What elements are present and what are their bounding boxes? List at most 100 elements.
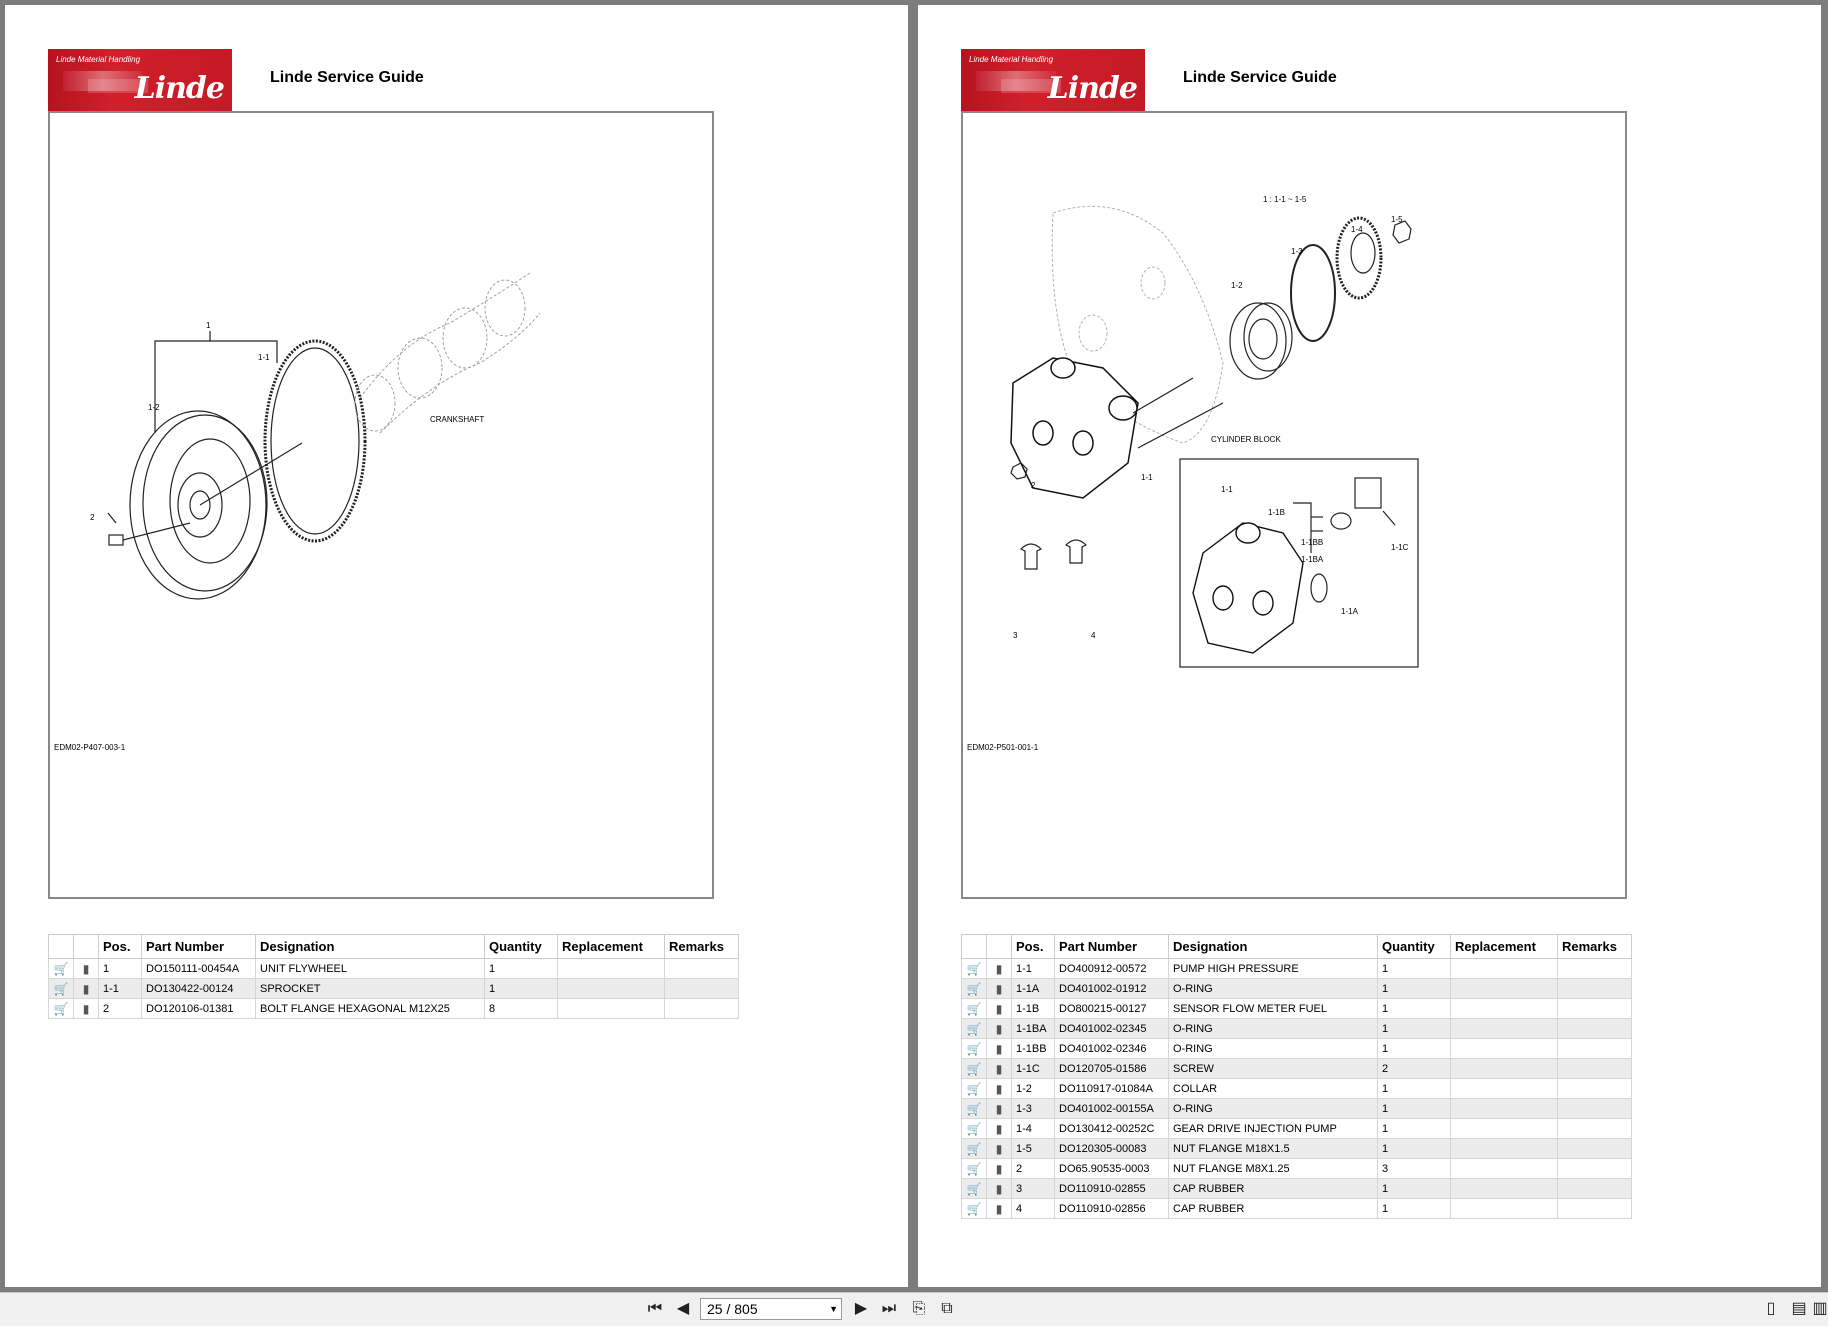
cell-quantity: 1: [484, 958, 558, 979]
cell-remarks: [1557, 1098, 1632, 1119]
callout-label: 1-1: [1221, 485, 1233, 494]
cell-part-number: DO65.90535-0003: [1054, 1158, 1169, 1179]
facing-view-icon[interactable]: ▥: [1812, 1300, 1828, 1317]
clipboard-icon[interactable]: ▮: [986, 1138, 1012, 1159]
cart-icon[interactable]: 🛒: [48, 998, 74, 1019]
cell-replacement: [557, 978, 665, 999]
clipboard-icon[interactable]: ▮: [986, 958, 1012, 979]
cell-replacement: [1450, 1158, 1558, 1179]
clipboard-icon[interactable]: ▮: [986, 1058, 1012, 1079]
cart-icon[interactable]: 🛒: [961, 1018, 987, 1039]
callout-label: 2: [90, 513, 95, 522]
next-page-button[interactable]: ▶: [854, 1300, 868, 1317]
figure-code: EDM02-P407-003-1: [54, 743, 126, 752]
cell-pos: 1-1B: [1011, 998, 1055, 1019]
callout-label: 1: [206, 321, 211, 330]
cell-replacement: [1450, 1038, 1558, 1059]
cart-icon[interactable]: 🛒: [961, 1038, 987, 1059]
page-number-field[interactable]: 25 / 805 ▼: [700, 1298, 842, 1320]
cell-pos: 1: [98, 958, 142, 979]
cell-replacement: [557, 958, 665, 979]
continuous-view-icon[interactable]: ▤: [1791, 1300, 1807, 1317]
cell-replacement: [1450, 1198, 1558, 1219]
cell-part-number: DO800215-00127: [1054, 998, 1169, 1019]
callout-label: CRANKSHAFT: [430, 415, 485, 424]
callout-label: 1-2: [1231, 281, 1243, 290]
callout-label: 3: [1013, 631, 1018, 640]
clipboard-icon[interactable]: ▮: [986, 1018, 1012, 1039]
cell-remarks: [1557, 1158, 1632, 1179]
cart-icon[interactable]: 🛒: [961, 1138, 987, 1159]
cart-icon[interactable]: 🛒: [961, 1178, 987, 1199]
cell-replacement: [1450, 998, 1558, 1019]
cart-icon[interactable]: 🛒: [961, 998, 987, 1019]
page-title: Linde Service Guide: [270, 69, 424, 86]
cell-remarks: [1557, 1038, 1632, 1059]
callout-label: 1-1BB: [1301, 538, 1324, 547]
cart-icon[interactable]: 🛒: [961, 1078, 987, 1099]
clipboard-icon[interactable]: ▮: [73, 958, 99, 979]
cart-icon[interactable]: 🛒: [48, 958, 74, 979]
clipboard-icon[interactable]: ▮: [986, 1098, 1012, 1119]
cell-remarks: [1557, 1058, 1632, 1079]
cell-quantity: 1: [1377, 1118, 1451, 1139]
cart-icon[interactable]: 🛒: [961, 958, 987, 979]
cell-replacement: [1450, 1098, 1558, 1119]
cell-quantity: 3: [1377, 1158, 1451, 1179]
last-page-button[interactable]: ⏭: [881, 1300, 897, 1317]
cell-part-number: DO110917-01084A: [1054, 1078, 1169, 1099]
single-page-view-icon[interactable]: ▯: [1766, 1300, 1776, 1317]
cell-replacement: [1450, 958, 1558, 979]
clipboard-icon[interactable]: ▮: [986, 1038, 1012, 1059]
clipboard-icon[interactable]: ▮: [986, 1158, 1012, 1179]
cell-remarks: [664, 978, 739, 999]
cell-pos: 1-1: [98, 978, 142, 999]
cart-icon[interactable]: 🛒: [961, 1118, 987, 1139]
prev-page-button[interactable]: ◀: [676, 1300, 690, 1317]
cell-quantity: 1: [1377, 998, 1451, 1019]
cell-remarks: [1557, 978, 1632, 999]
cell-replacement: [1450, 1058, 1558, 1079]
cell-remarks: [1557, 1118, 1632, 1139]
clipboard-icon[interactable]: ▮: [986, 1078, 1012, 1099]
callout-label: 2: [1031, 481, 1036, 490]
cell-quantity: 1: [1377, 1098, 1451, 1119]
figure-code: EDM02-P501-001-1: [967, 743, 1039, 752]
cell-quantity: 2: [1377, 1058, 1451, 1079]
cart-icon[interactable]: 🛒: [961, 978, 987, 999]
document-viewport[interactable]: Linde Material Handling Linde Linde Serv…: [0, 0, 1828, 1292]
clipboard-icon[interactable]: ▮: [73, 998, 99, 1019]
cell-quantity: 8: [484, 998, 558, 1019]
clipboard-icon[interactable]: ▮: [986, 1178, 1012, 1199]
cart-icon[interactable]: 🛒: [961, 1198, 987, 1219]
cart-icon[interactable]: 🛒: [48, 978, 74, 999]
cell-remarks: [1557, 1018, 1632, 1039]
clipboard-icon[interactable]: ▮: [73, 978, 99, 999]
cell-replacement: [1450, 1178, 1558, 1199]
first-page-button[interactable]: ⏮: [647, 1300, 663, 1317]
cell-replacement: [1450, 1078, 1558, 1099]
cell-part-number: DO120705-01586: [1054, 1058, 1169, 1079]
clipboard-icon[interactable]: ▮: [986, 1198, 1012, 1219]
cell-quantity: 1: [1377, 1138, 1451, 1159]
cell-pos: 1-1BB: [1011, 1038, 1055, 1059]
chevron-down-icon[interactable]: ▼: [829, 1304, 838, 1314]
cart-icon[interactable]: 🛒: [961, 1058, 987, 1079]
cart-icon[interactable]: 🛒: [961, 1158, 987, 1179]
cell-pos: 4: [1011, 1198, 1055, 1219]
clipboard-icon[interactable]: ▮: [986, 1118, 1012, 1139]
go-back-view-icon[interactable]: ⎘: [912, 1300, 926, 1317]
flywheel-drawing: [107, 272, 541, 600]
cell-designation: NUT FLANGE M8X1.25: [1168, 1158, 1378, 1179]
cell-quantity: 1: [1377, 978, 1451, 999]
callout-label: 1-4: [1351, 225, 1363, 234]
go-forward-view-icon[interactable]: ⧉: [941, 1300, 953, 1317]
clipboard-icon[interactable]: ▮: [986, 978, 1012, 999]
cart-icon[interactable]: 🛒: [961, 1098, 987, 1119]
clipboard-icon[interactable]: ▮: [986, 998, 1012, 1019]
pdf-page-right: Linde Material Handling Linde Linde Serv…: [918, 5, 1821, 1287]
